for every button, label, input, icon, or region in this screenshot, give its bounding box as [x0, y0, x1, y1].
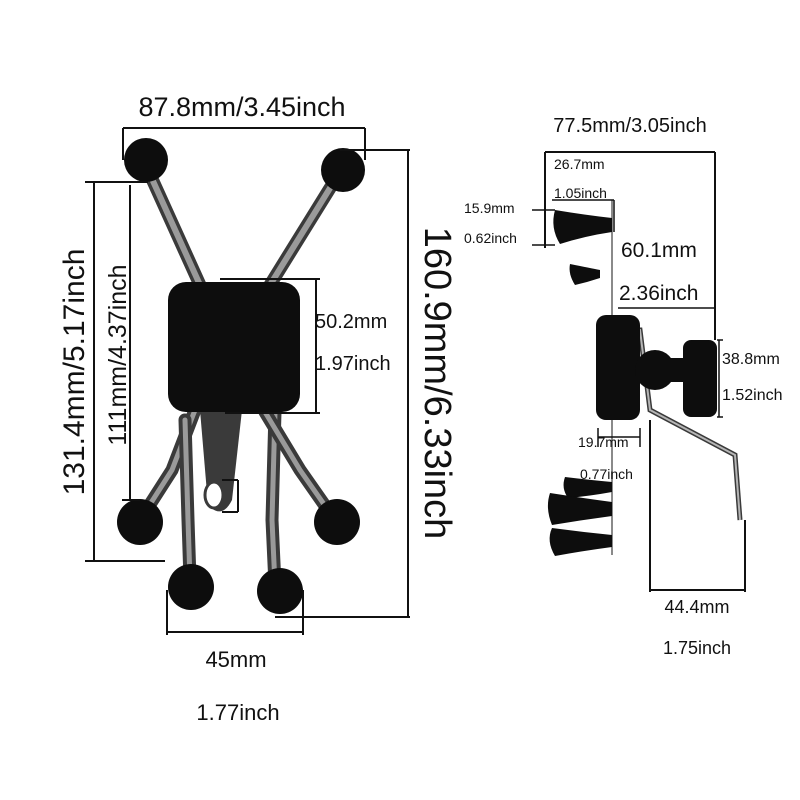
side-base-block: [596, 315, 640, 420]
clip-height-mm-label: 15.9mm: [464, 200, 515, 216]
clip-width-mm-label: 26.7mm: [554, 156, 605, 172]
front-inner-height-label: 111mm/4.37inch: [104, 264, 132, 445]
front-view-holder: [117, 138, 365, 614]
bottom-spacing-inch-label: 1.77inch: [196, 700, 279, 725]
ball-tip-bottom-right: [257, 568, 303, 614]
ball-tip-left: [117, 499, 163, 545]
side-second-clip: [569, 264, 600, 285]
knob-size-mm-label: 38.8mm: [722, 351, 780, 368]
center-block: [168, 282, 300, 412]
front-dimension-lines: [85, 127, 410, 635]
knob-size-inch-label: 1.52inch: [722, 387, 783, 404]
bottom-clip: [200, 410, 242, 512]
ball-tip-bottom-left: [168, 564, 214, 610]
ball-tips: [117, 138, 365, 614]
side-view-holder: [547, 200, 743, 556]
side-top-clip: [553, 210, 612, 244]
clip-width-inch-label: 1.05inch: [554, 185, 607, 201]
bracket-width-mm-label: 44.4mm: [664, 597, 729, 617]
front-outer-height-label: 131.4mm/5.17inch: [58, 249, 91, 496]
side-dimension-lines: [532, 151, 746, 592]
ball-tip-top-right: [321, 148, 365, 192]
upper-arms: [141, 163, 347, 292]
ball-tip-top-left: [124, 138, 168, 182]
clip-height-inch-label: 0.62inch: [464, 230, 517, 246]
bottom-spacing-mm-label: 45mm: [205, 647, 266, 672]
center-size-inch-label: 1.97inch: [315, 353, 391, 375]
front-total-height-label: 160.9mm/6.33inch: [416, 227, 458, 540]
lower-arms: [133, 403, 342, 592]
side-knob: [683, 340, 717, 417]
arm-reach-mm-label: 60.1mm: [621, 239, 697, 262]
base-depth-mm-label: 19.7mm: [578, 434, 629, 450]
base-depth-inch-label: 0.77inch: [580, 466, 633, 482]
side-width-label: 77.5mm/3.05inch: [553, 115, 706, 137]
arm-reach-inch-label: 2.36inch: [619, 282, 698, 305]
bracket-width-inch-label: 1.75inch: [663, 638, 731, 658]
front-width-label: 87.8mm/3.45inch: [138, 92, 345, 122]
center-size-mm-label: 50.2mm: [315, 311, 387, 333]
ball-tip-right: [314, 499, 360, 545]
